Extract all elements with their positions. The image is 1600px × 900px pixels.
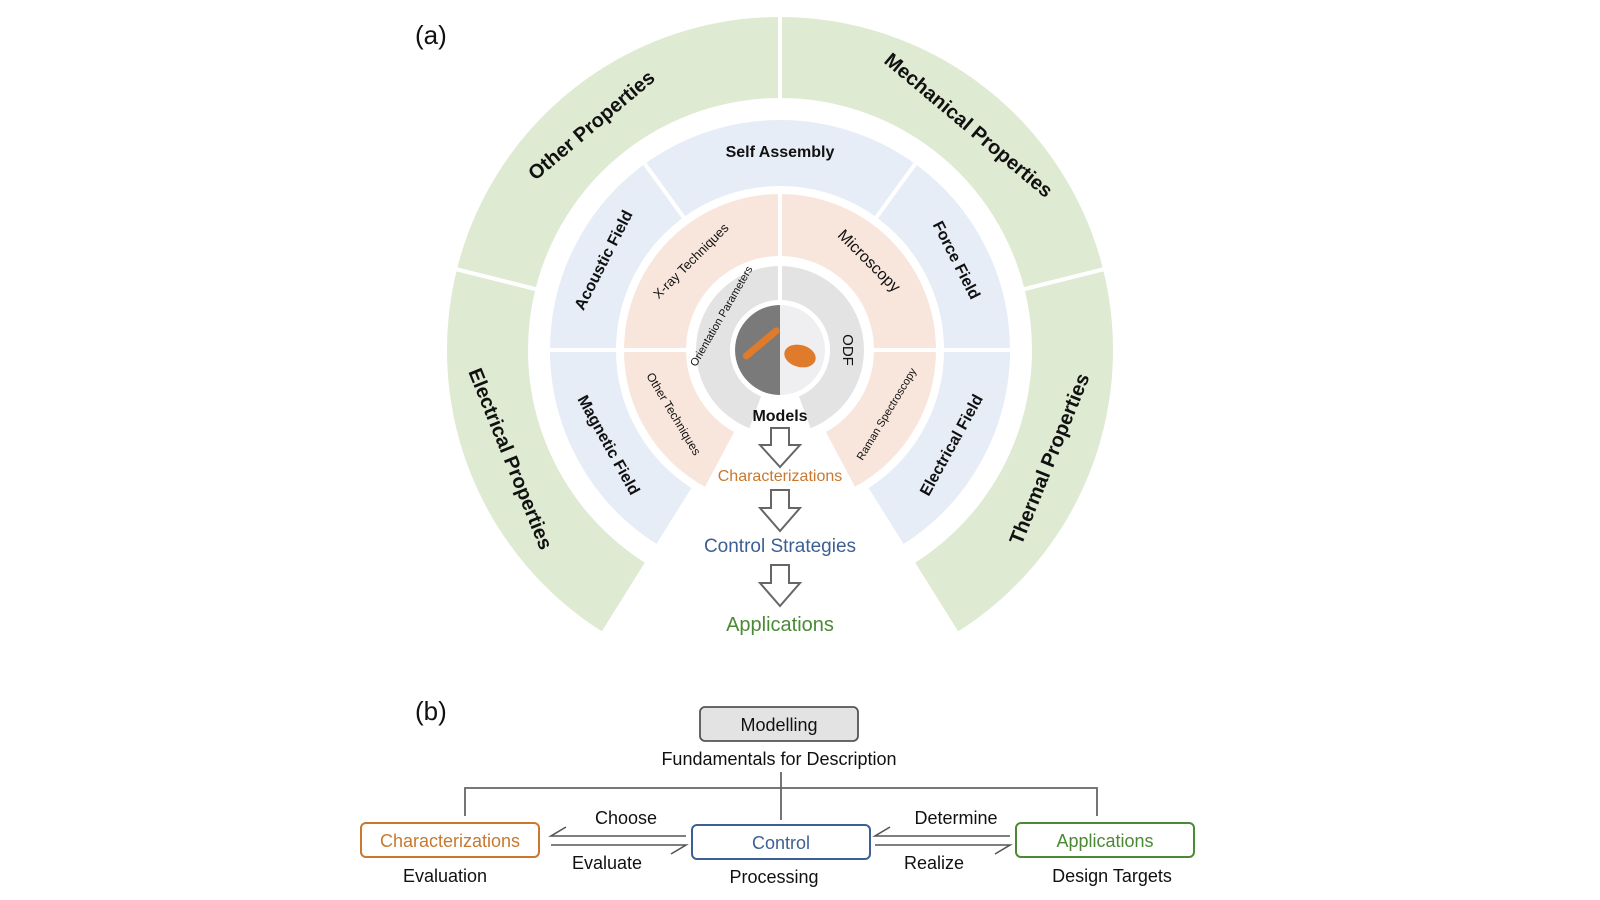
ring-diagram — [443, 12, 1117, 637]
char-sector-raman — [820, 348, 941, 493]
flow-arrow-3 — [757, 564, 803, 608]
panel-b-label: (b) — [415, 696, 447, 726]
flow-arrow-1 — [757, 427, 803, 469]
realize-arrow — [875, 844, 1013, 855]
control-label-0: Self Assembly — [726, 144, 835, 161]
control-box — [691, 824, 871, 860]
characterizations-box — [360, 822, 540, 858]
realize-label: Realize — [904, 853, 964, 873]
control-sector-acoustic — [545, 159, 688, 352]
flow-applications: Applications — [726, 614, 834, 636]
choose-label: Choose — [595, 808, 657, 828]
evaluate-arrow — [551, 844, 689, 855]
determine-arrow — [872, 826, 1010, 837]
model-sector-orientation — [692, 261, 782, 434]
modelling-box — [699, 706, 859, 742]
process-arrows — [548, 826, 1013, 855]
center-models: Models — [735, 305, 825, 425]
char-sector-other — [619, 348, 740, 493]
choose-arrow — [548, 826, 686, 837]
applications-box — [1015, 822, 1195, 858]
outer-sector-electrical — [443, 266, 651, 637]
control-title: Control — [752, 833, 810, 853]
characterizations-title: Characterizations — [380, 831, 520, 851]
outer-sector-thermal — [909, 266, 1117, 637]
ellipsoid-shape — [784, 344, 816, 368]
control-sector-electrical — [863, 348, 1015, 550]
modelling-subtitle: Fundamentals for Description — [661, 749, 896, 769]
characterizations-subtitle: Evaluation — [403, 866, 487, 886]
evaluate-label: Evaluate — [572, 853, 642, 873]
flow-characterizations: Characterizations — [718, 468, 843, 485]
flow-arrow-2 — [757, 489, 803, 533]
applications-title: Applications — [1056, 831, 1153, 851]
model-sector-odf — [778, 261, 868, 434]
modelling-title: Modelling — [740, 715, 817, 735]
flow-arrows — [757, 427, 803, 608]
model-label-1: ODF — [839, 334, 856, 366]
panel-a-label: (a) — [415, 20, 447, 50]
applications-subtitle: Design Targets — [1052, 866, 1172, 886]
modelling-connectors — [464, 772, 1098, 820]
rod-shape — [742, 327, 780, 360]
determine-label: Determine — [914, 808, 997, 828]
control-subtitle: Processing — [729, 867, 818, 887]
models-label: Models — [752, 408, 807, 425]
flow-control-strategies: Control Strategies — [704, 536, 856, 557]
char-sector-xray — [619, 189, 782, 352]
char-sector-microscopy — [778, 189, 941, 352]
